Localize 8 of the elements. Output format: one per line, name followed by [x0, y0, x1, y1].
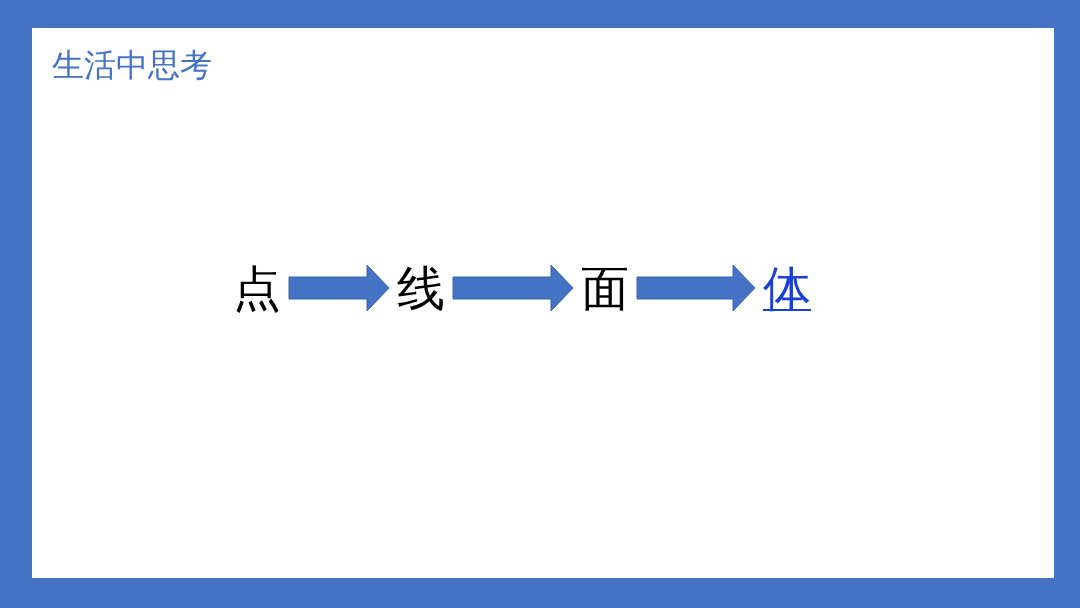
link-text: 体 — [755, 264, 819, 312]
node-text: 点 — [225, 264, 289, 312]
block-arrow — [452, 264, 574, 312]
node-text: 面 — [573, 264, 637, 312]
block-arrow — [288, 264, 390, 312]
block-arrow — [636, 264, 756, 312]
slide-title: 生活中思考 — [52, 48, 212, 84]
node-text: 线 — [389, 264, 453, 312]
